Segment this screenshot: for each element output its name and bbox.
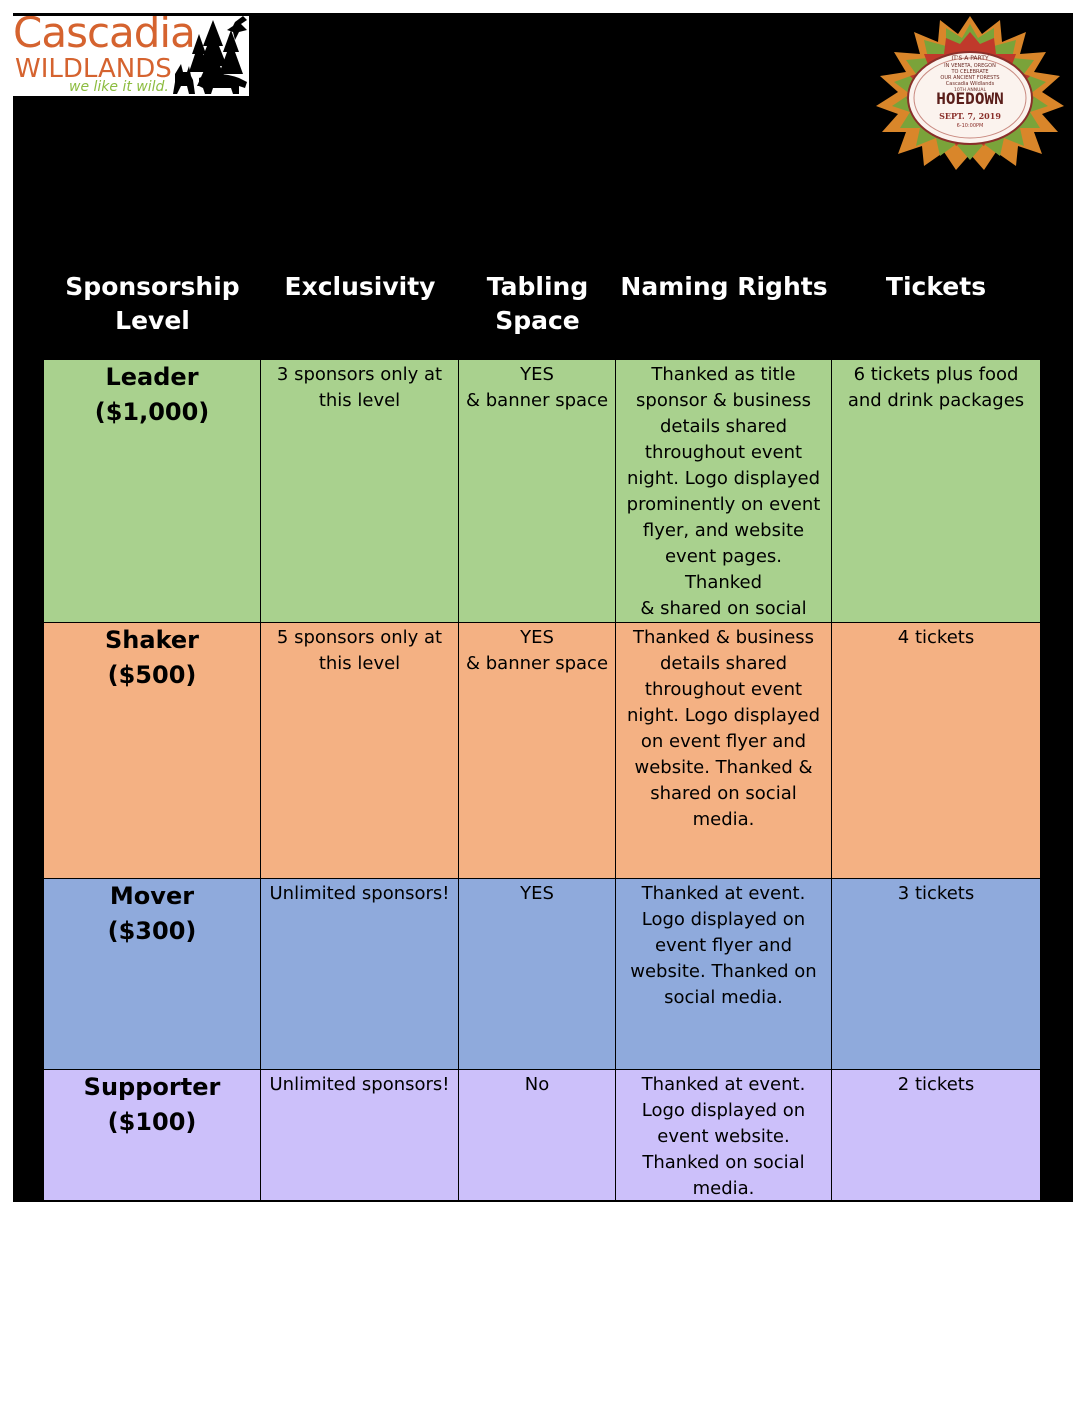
tier-level: Leader ($1,000) [44,360,261,622]
forest-wolf-owl-icon [173,16,247,94]
tier-tickets: 6 tickets plus food and drink packages [847,364,1025,411]
tier-tabling: YES & banner space [459,623,616,878]
tier-exclusivity: 5 sponsors only at this level [261,623,459,878]
tier-tickets: 3 tickets [897,883,975,904]
badge-line3: TO CELEBRATE [950,69,988,75]
tier-tabling: No [459,1070,616,1200]
tier-row-shaker: Shaker ($500) 5 sponsors only at this le… [44,623,1040,879]
logo-name: Cascadia [13,16,196,57]
tier-level: Mover ($300) [44,879,261,1069]
tier-tickets: 2 tickets [897,1074,975,1095]
tier-row-leader: Leader ($1,000) 3 sponsors only at this … [44,360,1040,645]
header-sponsorship-level: Sponsorship Level [65,272,240,335]
badge-line4: OUR ANCIENT FORESTS [940,75,999,81]
tier-naming-rights: Thanked as title sponsor & business deta… [616,360,832,645]
hoedown-badge-logo: IT'S A PARTY IN VENETA, OREGON TO CELEBR… [876,16,1064,170]
tier-naming-rights: Thanked at event. Logo displayed on even… [616,879,832,1069]
tier-tabling: YES [459,879,616,1069]
badge-annual: 10TH ANNUAL [954,87,986,93]
tier-naming-rights: Thanked at event. Logo displayed on even… [616,1070,832,1200]
tier-level: Supporter ($100) [44,1070,261,1200]
badge-time: 6-10:00PM [957,123,984,129]
cascadia-wildlands-logo: Cascadia WILDLANDS we like it wild. [13,16,249,96]
tier-exclusivity: 3 sponsors only at this level [261,360,459,622]
logo-tagline: we like it wild. [69,79,169,95]
tier-row-supporter: Supporter ($100) Unlimited sponsors! No … [44,1070,1040,1201]
header-exclusivity: Exclusivity [284,272,436,301]
tier-exclusivity: Unlimited sponsors! [261,1070,459,1200]
header-tabling-space: Tabling Space [486,272,589,335]
badge-title: HOEDOWN [936,89,1003,108]
badge-line1: IT'S A PARTY [951,55,989,62]
logo-subname: WILDLANDS [15,54,172,84]
tier-naming-rights: Thanked & business details shared throug… [616,623,832,878]
badge-line2: IN VENETA, OREGON [944,63,996,69]
tier-level: Shaker ($500) [44,623,261,878]
tier-tabling: YES & banner space [459,360,616,622]
tier-tickets: 4 tickets [897,627,975,648]
badge-org: Cascadia Wildlands [946,81,995,87]
tier-exclusivity: Unlimited sponsors! [261,879,459,1069]
tier-row-mover: Mover ($300) Unlimited sponsors! YES Tha… [44,879,1040,1070]
badge-date: SEPT. 7, 2019 [939,111,1001,121]
header-tickets: Tickets [885,272,987,301]
header-naming-rights: Naming Rights [620,272,828,301]
